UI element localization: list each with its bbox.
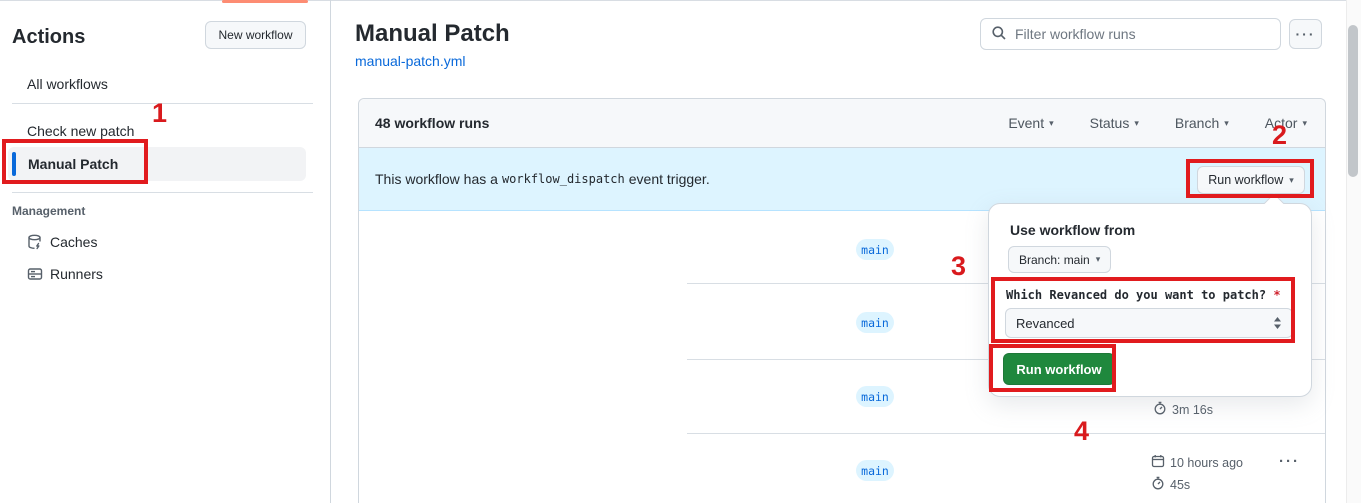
sidebar-item-runners[interactable]: Runners (27, 266, 103, 282)
revanced-select-value: Revanced (1016, 315, 1075, 331)
cache-icon (27, 234, 43, 250)
filter-branch[interactable]: Branch ▾ (1174, 115, 1229, 131)
chevron-down-icon: ▾ (1134, 117, 1139, 128)
runners-label: Runners (50, 266, 103, 282)
chevron-down-icon: ▾ (1095, 254, 1101, 264)
workflow-dispatch-banner: This workflow has a workflow_dispatch ev… (359, 148, 1325, 211)
stopwatch-icon (1153, 401, 1167, 418)
banner-text-after: event trigger. (628, 171, 710, 187)
active-tab-indicator (222, 0, 308, 3)
kebab-icon: ··· (1295, 26, 1316, 42)
chevron-down-icon: ▾ (1049, 117, 1054, 128)
sidebar-item-manual-patch[interactable] (8, 147, 306, 181)
filter-actor[interactable]: Actor ▾ (1264, 115, 1307, 131)
new-workflow-label: New workflow (218, 28, 293, 42)
run-workflow-submit-button[interactable]: Run workflow (1003, 353, 1115, 385)
management-heading: Management (12, 204, 86, 218)
chevron-down-icon: ▾ (1302, 117, 1307, 128)
workflow-input-label: Which Revanced do you want to patch? * (1006, 288, 1281, 302)
branch-badge[interactable]: main (856, 386, 894, 407)
run-options-kebab-icon[interactable]: ··· (1279, 453, 1300, 470)
run-duration: 3m 16s (1153, 401, 1213, 418)
runs-filters: Event ▾ Status ▾ Branch ▾ Actor ▾ (1008, 115, 1307, 131)
sidebar-section-divider (12, 192, 313, 193)
workflow-options-button[interactable]: ··· (1289, 19, 1322, 49)
calendar-icon (1151, 454, 1165, 471)
runners-icon (27, 266, 43, 282)
caches-label: Caches (50, 234, 98, 250)
new-workflow-button[interactable]: New workflow (205, 21, 306, 49)
scrollbar-thumb[interactable] (1348, 25, 1358, 177)
chevron-down-icon: ▾ (1224, 117, 1229, 128)
filter-status[interactable]: Status ▾ (1089, 115, 1139, 131)
run-workflow-dropdown-button[interactable]: Run workflow ▾ (1197, 166, 1305, 194)
select-updown-icon (1273, 317, 1282, 329)
search-icon (991, 25, 1007, 44)
banner-code: workflow_dispatch (501, 172, 625, 186)
branch-select-button[interactable]: Branch: main ▾ (1008, 246, 1112, 273)
sidebar-divider (330, 0, 331, 503)
runs-header: 48 workflow runs Event ▾ Status ▾ Branch… (359, 99, 1325, 148)
top-nav-border (0, 0, 1361, 1)
run-workflow-dropdown-label: Run workflow (1208, 173, 1284, 187)
branch-badge[interactable]: main (856, 239, 894, 260)
sidebar-item-check-new-patch[interactable]: Check new patch (27, 123, 135, 139)
run-duration: 45s (1151, 476, 1190, 493)
sidebar-item-manual-patch-label: Manual Patch (28, 156, 119, 172)
filter-runs-input[interactable]: Filter workflow runs (980, 18, 1281, 50)
branch-badge[interactable]: main (856, 312, 894, 333)
selected-item-accent-bar (12, 152, 16, 176)
filter-runs-placeholder: Filter workflow runs (1015, 26, 1136, 42)
stopwatch-icon (1151, 476, 1165, 493)
chevron-down-icon: ▾ (1289, 174, 1294, 185)
revanced-select[interactable]: Revanced (1005, 308, 1293, 338)
run-time: 10 hours ago (1151, 454, 1243, 471)
banner-text-before: This workflow has a (375, 171, 498, 187)
sidebar-title: Actions (12, 26, 86, 48)
required-asterisk: * (1273, 288, 1281, 302)
runs-count: 48 workflow runs (375, 115, 490, 131)
row-divider (687, 433, 1325, 434)
branch-badge[interactable]: main (856, 460, 894, 481)
filter-event[interactable]: Event ▾ (1008, 115, 1054, 131)
sidebar-item-all-workflows[interactable]: All workflows (27, 76, 108, 92)
run-workflow-popup: Use workflow from Branch: main ▾ Which R… (988, 193, 1312, 397)
sidebar-section-divider (12, 103, 313, 104)
page-title: Manual Patch (355, 20, 510, 47)
workflow-file-link[interactable]: manual-patch.yml (355, 53, 466, 69)
sidebar-item-caches[interactable]: Caches (27, 234, 97, 250)
popup-heading: Use workflow from (1010, 222, 1136, 238)
